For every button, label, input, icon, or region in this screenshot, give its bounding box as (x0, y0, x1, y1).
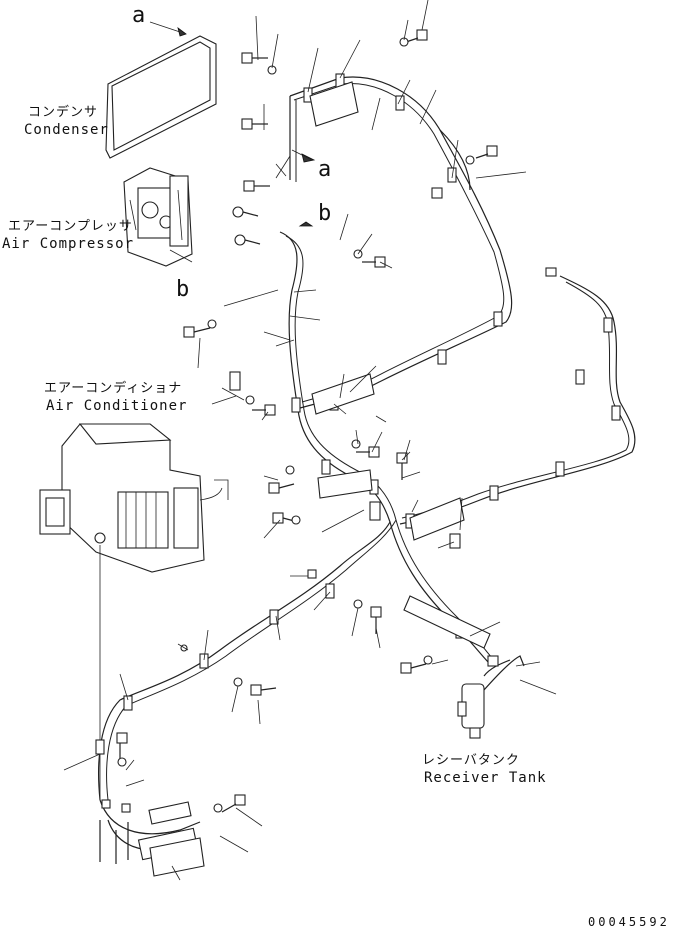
hose-harness-main (98, 231, 495, 801)
condenser (105, 35, 217, 159)
air-conditioner (39, 423, 229, 573)
ref-b-mid: b (318, 201, 331, 226)
ref-a-arrowhead (177, 27, 187, 37)
compressor-label-jp: エアーコンプレッサ (8, 219, 133, 234)
aircon-label-en: Air Conditioner (46, 398, 187, 414)
protective-sleeves (149, 81, 491, 877)
callout-leaders (63, 0, 557, 881)
receiver-label-jp: レシーバタンク (422, 753, 520, 768)
aircon-label-jp: エアーコンディショナ (44, 380, 182, 396)
receiver-tank (457, 655, 525, 739)
condenser-label-jp: コンデンサ (28, 104, 98, 120)
condenser-label-en: Condenser (24, 122, 109, 138)
compressor-label-en: Air Compressor (2, 236, 134, 252)
ref-a-mid: a (318, 157, 331, 182)
fittings (101, 187, 557, 813)
hose-harness-right (399, 275, 636, 525)
receiver-label-en: Receiver Tank (424, 770, 547, 786)
hose-harness-upper (289, 76, 513, 409)
ref-a-top: a (132, 3, 145, 28)
air-compressor (123, 167, 193, 267)
ref-b-left: b (176, 277, 189, 302)
bolts (116, 29, 498, 813)
document-number: 00045592 (588, 915, 670, 929)
